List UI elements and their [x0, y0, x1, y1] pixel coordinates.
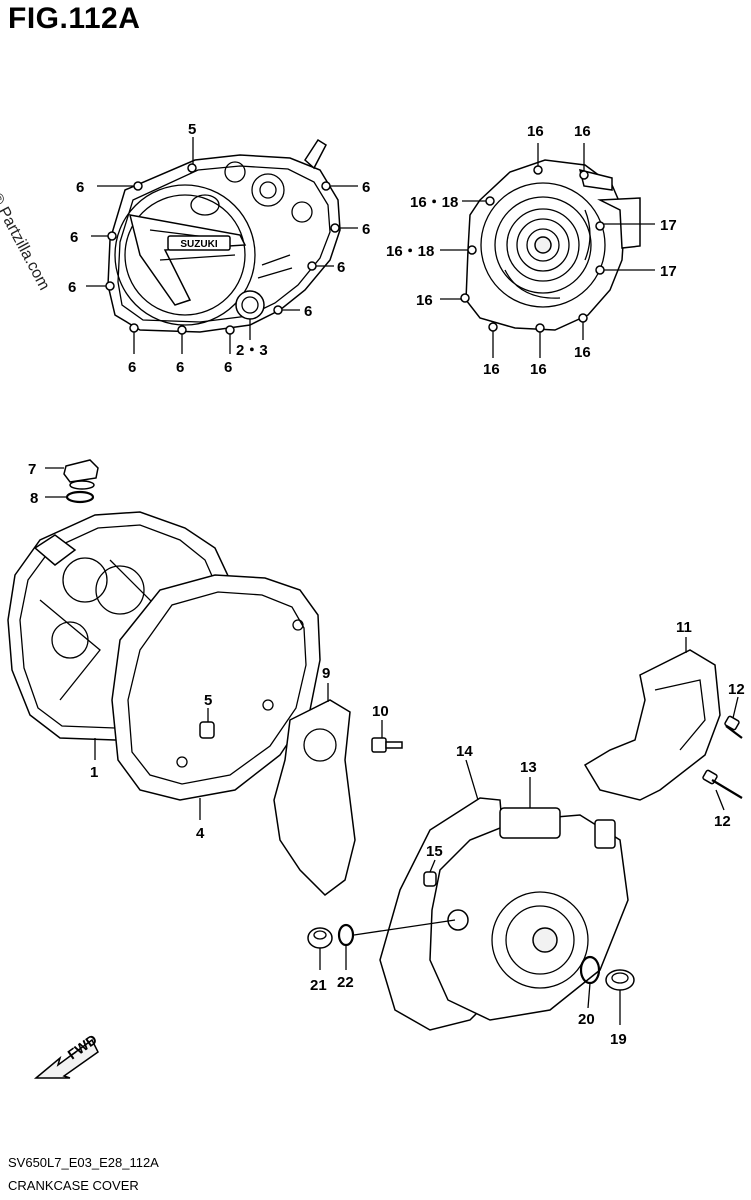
callout-6-a: 6: [76, 179, 84, 196]
figure-caption: CRANKCASE COVER: [8, 1178, 139, 1193]
oil-filler-plug-7: [63, 459, 99, 490]
callout-4: 4: [196, 825, 205, 842]
callout-7: 7: [28, 461, 36, 478]
callout-12-a: 12: [728, 681, 745, 698]
cover-11: [583, 649, 721, 801]
o-ring-8: [65, 490, 95, 504]
callout-20: 20: [578, 1011, 595, 1028]
generator-cover-13: [429, 807, 629, 1021]
callout-15: 15: [426, 843, 443, 860]
callout-5-top: 5: [188, 121, 196, 138]
callout-16-f: 16: [574, 344, 591, 361]
callout-22: 22: [337, 974, 354, 991]
callout-14: 14: [456, 743, 473, 760]
callout-5-mid: 5: [204, 692, 212, 709]
callout-11: 11: [676, 619, 692, 636]
callout-13: 13: [520, 759, 537, 776]
callout-16-18-a: 16・18: [410, 194, 458, 211]
callout-16-c: 16: [416, 292, 433, 309]
callout-8: 8: [30, 490, 38, 507]
dowel-pin-15: [423, 871, 437, 887]
callout-17-b: 17: [660, 263, 677, 280]
leader-lines: [45, 137, 739, 1025]
callout-16-a: 16: [527, 123, 544, 140]
bolt-12-lower: [702, 769, 743, 799]
callout-6-e: 6: [176, 359, 184, 376]
callout-numbers: 5 6 6 6 6 6 6 6 6 6 6 2・3 16 16 16・18 16…: [28, 121, 745, 1048]
callout-6-b: 6: [70, 229, 78, 246]
callout-6-j: 6: [362, 179, 370, 196]
bolt-12-upper: [724, 715, 743, 739]
plug-19: [605, 969, 635, 991]
clutch-cover: SUZUKI: [105, 138, 341, 335]
bolt-10: [371, 737, 403, 753]
o-ring-22: [337, 923, 355, 947]
callout-6-c: 6: [68, 279, 76, 296]
callout-17-a: 17: [660, 217, 677, 234]
figure-title: FIG.112A: [8, 2, 141, 35]
callout-16-b: 16: [574, 123, 591, 140]
figure-code: SV650L7_E03_E28_112A: [8, 1155, 159, 1170]
callout-6-g: 6: [304, 303, 312, 320]
callout-2-3: 2・3: [236, 342, 268, 359]
callout-21: 21: [310, 977, 327, 994]
callout-6-h: 6: [337, 259, 345, 276]
generator-cover: [460, 159, 641, 333]
callout-9: 9: [322, 665, 330, 682]
callout-16-18-b: 16・18: [386, 243, 434, 260]
dowel-pin-5: [199, 721, 215, 739]
callout-16-d: 16: [483, 361, 500, 378]
plug-21: [307, 927, 333, 949]
callout-6-i: 6: [362, 221, 370, 238]
callout-12-b: 12: [714, 813, 731, 830]
callout-10: 10: [372, 703, 389, 720]
fwd-arrow: FWD: [33, 1031, 100, 1079]
callout-16-e: 16: [530, 361, 547, 378]
plate-9: [273, 699, 356, 896]
callout-1: 1: [90, 764, 98, 781]
callout-6-d: 6: [128, 359, 136, 376]
suzuki-logo: SUZUKI: [180, 239, 217, 250]
callout-6-f: 6: [224, 359, 232, 376]
callout-19: 19: [610, 1031, 627, 1048]
